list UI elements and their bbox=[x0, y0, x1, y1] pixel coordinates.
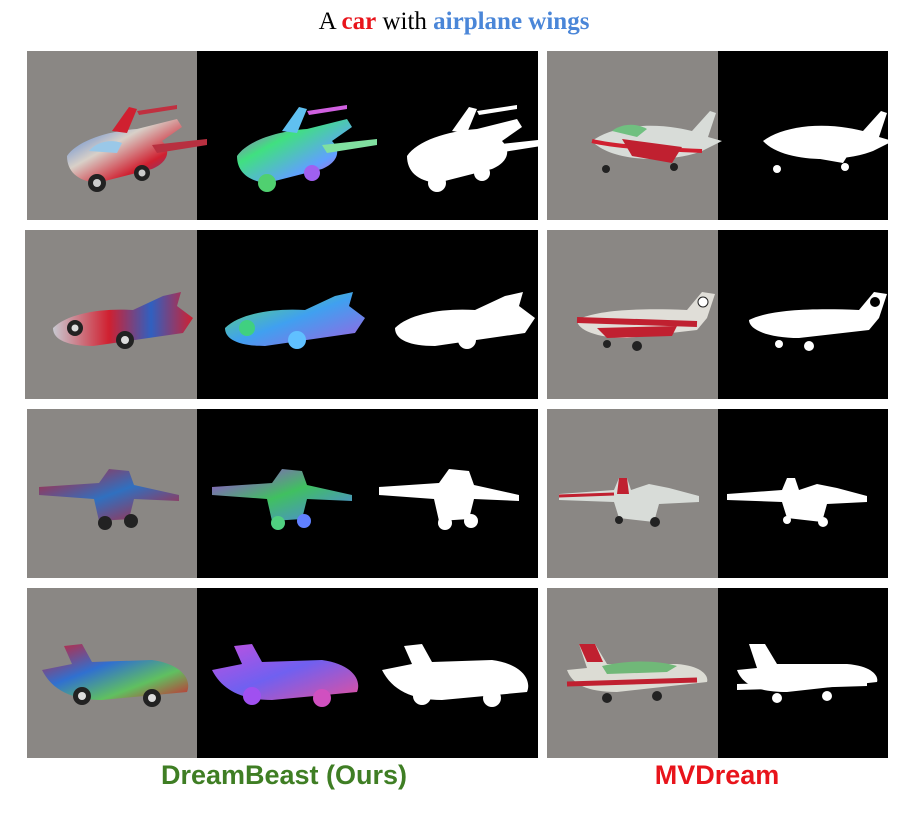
silhouette-mask bbox=[379, 469, 519, 530]
silhouette-mask bbox=[395, 292, 535, 349]
rgb-render bbox=[67, 105, 207, 192]
dreambeast-row-1 bbox=[27, 51, 538, 220]
rgb-render bbox=[558, 478, 699, 527]
title-prefix: A bbox=[318, 8, 342, 35]
mvdream-row-2 bbox=[547, 230, 888, 399]
dreambeast-row-2 bbox=[25, 230, 538, 399]
silhouette-mask bbox=[407, 105, 538, 192]
silhouette-mask bbox=[737, 644, 878, 703]
rgb-render bbox=[566, 644, 708, 703]
rgb-render bbox=[53, 292, 193, 349]
figure-title: A car with airplane wings bbox=[0, 8, 908, 36]
silhouette-mask bbox=[749, 292, 887, 351]
normal-map bbox=[237, 105, 377, 192]
dreambeast-row-3 bbox=[27, 409, 538, 578]
title-middle: with bbox=[376, 8, 434, 35]
rgb-render bbox=[591, 111, 722, 173]
silhouette-mask bbox=[763, 111, 888, 173]
silhouette-mask bbox=[727, 478, 867, 527]
caption-dreambeast: DreamBeast (Ours) bbox=[160, 760, 408, 790]
normal-map bbox=[225, 292, 365, 349]
mvdream-row-4 bbox=[547, 588, 888, 758]
rgb-render bbox=[39, 469, 179, 530]
dreambeast-row-4 bbox=[27, 588, 538, 758]
rgb-render bbox=[42, 644, 189, 707]
rgb-render bbox=[576, 292, 715, 351]
mvdream-row-1 bbox=[547, 51, 888, 220]
silhouette-mask bbox=[382, 644, 529, 707]
caption-mvdream: MVDream bbox=[654, 760, 780, 790]
title-keyword-wings: airplane wings bbox=[433, 8, 590, 35]
title-keyword-car: car bbox=[341, 8, 377, 35]
mvdream-row-3 bbox=[547, 409, 888, 578]
normal-map bbox=[212, 644, 359, 707]
normal-map bbox=[212, 469, 352, 530]
